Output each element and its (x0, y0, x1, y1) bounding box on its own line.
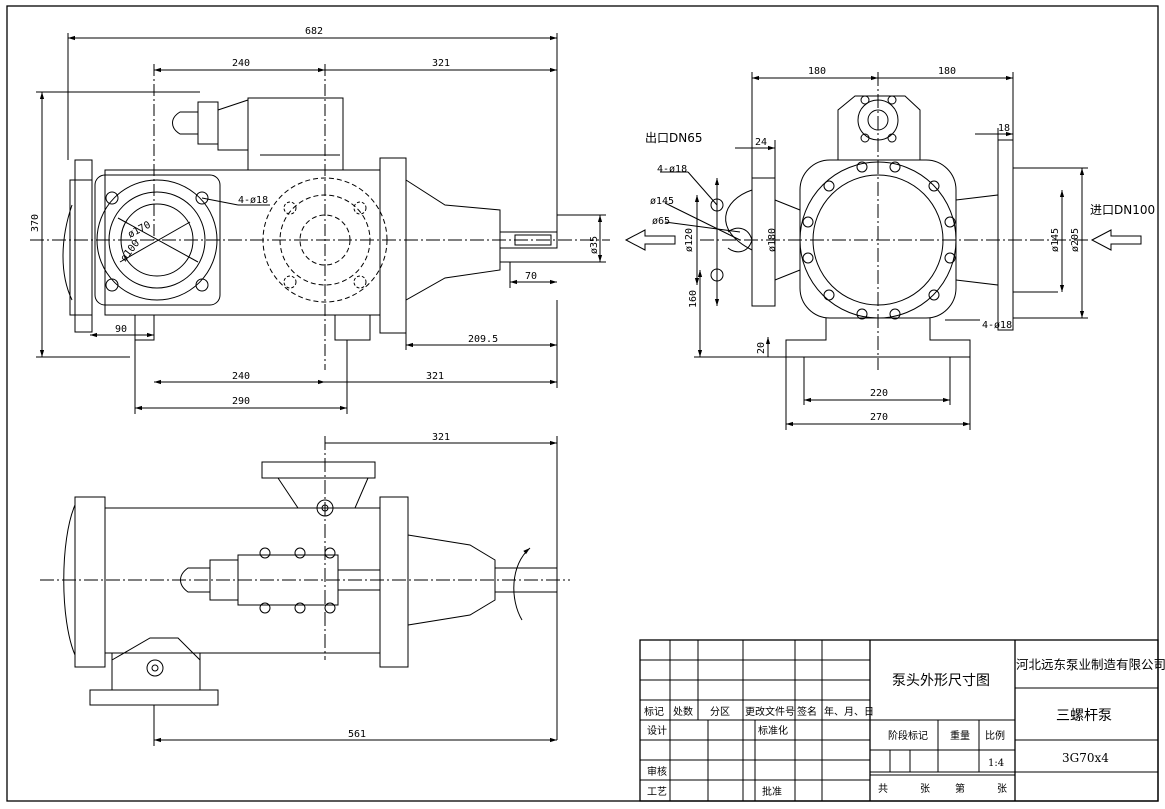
label-dia-180: ø180 (767, 228, 778, 252)
dim-side-20: 20 (756, 342, 767, 354)
label-dia-145-left: ø145 (650, 196, 674, 207)
label-dia-170: ø170 (126, 220, 152, 241)
inlet-label: 进口DN100 (1090, 203, 1155, 217)
tb-weight: 重量 (950, 729, 970, 742)
dim-shaft-dia: ø35 (589, 236, 600, 254)
top-view (40, 436, 570, 746)
tb-hdr-mark: 标记 (644, 706, 664, 718)
tb-process: 工艺 (647, 786, 667, 798)
dim-shaft-209: 209.5 (468, 334, 498, 345)
dim-base-290: 290 (232, 396, 250, 407)
label-dia-120: ø120 (684, 228, 695, 252)
tb-hdr-zone: 分区 (710, 706, 730, 718)
side-view (624, 72, 1142, 430)
company-name: 河北远东泵业制造有限公司 (1016, 657, 1165, 672)
outlet-holes-label: 4-ø18 (657, 164, 687, 175)
label-4-holes: 4-ø18 (238, 195, 268, 206)
label-dia-205: ø205 (1070, 228, 1081, 252)
side-view-labels: 180 180 24 18 出口DN65 4-ø18 ø145 ø65 ø120… (645, 66, 1155, 423)
dim-side-220: 220 (870, 388, 888, 399)
dim-topview-561: 561 (348, 729, 366, 740)
dim-key-70: 70 (525, 271, 537, 282)
dim-height-370: 370 (30, 214, 41, 232)
drawing-title: 泵头外形尺寸图 (892, 673, 990, 689)
dim-top-240: 240 (232, 58, 250, 69)
dim-side-160: 160 (688, 290, 699, 308)
foot-holes-label: 4-ø18 (982, 320, 1012, 331)
dim-side-24: 24 (755, 137, 767, 148)
label-dia-65: ø65 (652, 216, 670, 227)
dim-foot-90: 90 (115, 324, 127, 335)
model-number: 3G70x4 (1062, 751, 1109, 765)
tb-approve: 批准 (762, 785, 782, 798)
tb-check: 审核 (647, 765, 667, 778)
tb-hdr-change: 更改文件号 (745, 705, 795, 718)
front-view (30, 33, 610, 414)
dim-side-270: 270 (870, 412, 888, 423)
dim-overall-682: 682 (305, 26, 323, 37)
tb-total: 共 (878, 783, 888, 795)
tb-sheet-unit2: 张 (997, 783, 1007, 795)
tb-scale: 1:4 (988, 758, 1004, 769)
dim-bottom-240: 240 (232, 371, 250, 382)
tb-standard: 标准化 (758, 724, 788, 737)
tb-hdr-date: 年、月、日 (824, 705, 874, 718)
outlet-label: 出口DN65 (645, 131, 703, 145)
tb-hdr-count: 处数 (673, 705, 693, 718)
tb-hdr-sign: 签名 (797, 705, 817, 718)
title-block-text: 标记 处数 分区 更改文件号 签名 年、月、日 设计 标准化 审核 工艺 批准 … (644, 657, 1165, 798)
front-view-labels: 682 240 321 370 90 209.5 70 ø35 4-ø18 ø1… (30, 26, 600, 407)
dim-top-321: 321 (432, 58, 450, 69)
tb-design: 设计 (647, 724, 667, 737)
tb-scale-label: 比例 (985, 729, 1005, 742)
dim-side-180-right: 180 (938, 66, 956, 77)
top-view-labels: 321 561 (348, 432, 450, 740)
title-block (639, 639, 1159, 802)
tb-stage: 阶段标记 (888, 729, 928, 742)
dim-side-18: 18 (998, 123, 1010, 134)
sheet-border (6, 5, 1159, 802)
product-name: 三螺杆泵 (1056, 708, 1112, 724)
tb-sheet-unit: 张 (920, 783, 930, 795)
body-bolts (802, 161, 956, 320)
tb-page-no: 第 (955, 782, 965, 795)
label-dia-145-right: ø145 (1050, 228, 1061, 252)
dim-topview-321: 321 (432, 432, 450, 443)
dim-bottom-321: 321 (426, 371, 444, 382)
dim-side-180-left: 180 (808, 66, 826, 77)
